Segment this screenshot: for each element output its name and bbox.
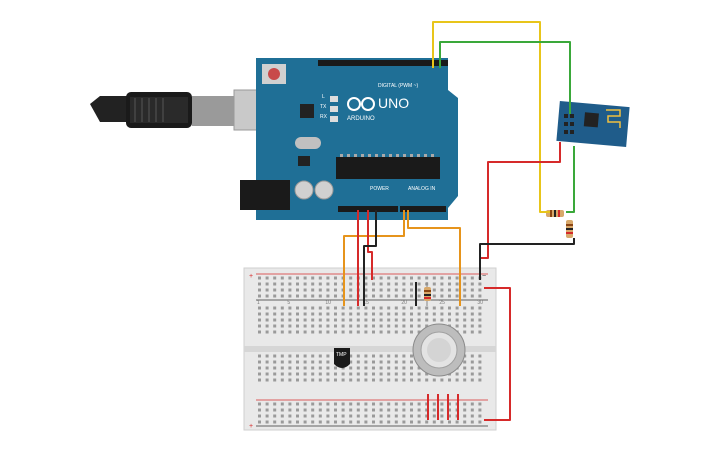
power-header xyxy=(338,206,398,212)
rail-plus-bottom: + xyxy=(249,423,253,430)
analog-header-label: ANALOG IN xyxy=(408,186,436,192)
breadboard-column-number: 15 xyxy=(363,300,369,306)
wire-black-esp xyxy=(479,238,575,280)
led-label-rx: RX xyxy=(320,114,328,120)
temp-sensor-label: TMP xyxy=(336,352,347,358)
arduino-model: UNO xyxy=(378,95,409,111)
wire-yellow xyxy=(432,21,550,213)
arduino-logo xyxy=(347,97,375,111)
led-label-tx: TX xyxy=(320,104,327,110)
resistor-breadboard xyxy=(424,282,431,306)
breadboard-column-number: 30 xyxy=(477,300,483,306)
resistor-vertical xyxy=(566,220,573,238)
wire-green-2 xyxy=(566,146,575,213)
dc-power-jack xyxy=(240,180,290,210)
breadboard-column-number: 25 xyxy=(439,300,445,306)
power-header-label: POWER xyxy=(370,186,389,192)
rail-minus-top: − xyxy=(482,273,486,280)
wires xyxy=(343,21,575,421)
esp8266-module xyxy=(556,101,630,147)
breadboard-column-number: 5 xyxy=(287,300,290,306)
arduino-brand: ARDUINO xyxy=(347,116,375,122)
wire-green xyxy=(439,41,571,114)
rail-plus-top: + xyxy=(249,273,253,280)
temperature-sensor: TMP xyxy=(334,348,350,368)
resistor-horizontal xyxy=(546,210,564,217)
gas-sensor xyxy=(412,323,466,377)
microcontroller-chip xyxy=(336,157,440,179)
wire-red-rail xyxy=(484,287,511,421)
wire-black-gnd xyxy=(363,210,377,306)
led-label-l: L xyxy=(322,94,325,100)
breadboard-column-number: 20 xyxy=(401,300,407,306)
usb-cable xyxy=(90,89,265,131)
wire-red-5v-2 xyxy=(367,210,373,280)
breadboard-column-number: 10 xyxy=(325,300,331,306)
arduino-uno-board: ARDUINO UNO L TX RX DIGITAL (PWM ~) POWE… xyxy=(240,58,458,220)
wire-red-esp xyxy=(480,142,561,259)
wire-orange-a1 xyxy=(407,210,461,306)
analog-header xyxy=(400,206,446,212)
breadboard-column-number: 1 xyxy=(257,300,260,306)
digital-header xyxy=(318,60,448,66)
reset-button[interactable] xyxy=(268,68,280,80)
digital-header-label: DIGITAL (PWM ~) xyxy=(378,83,418,89)
wire-orange-a0 xyxy=(343,210,405,306)
